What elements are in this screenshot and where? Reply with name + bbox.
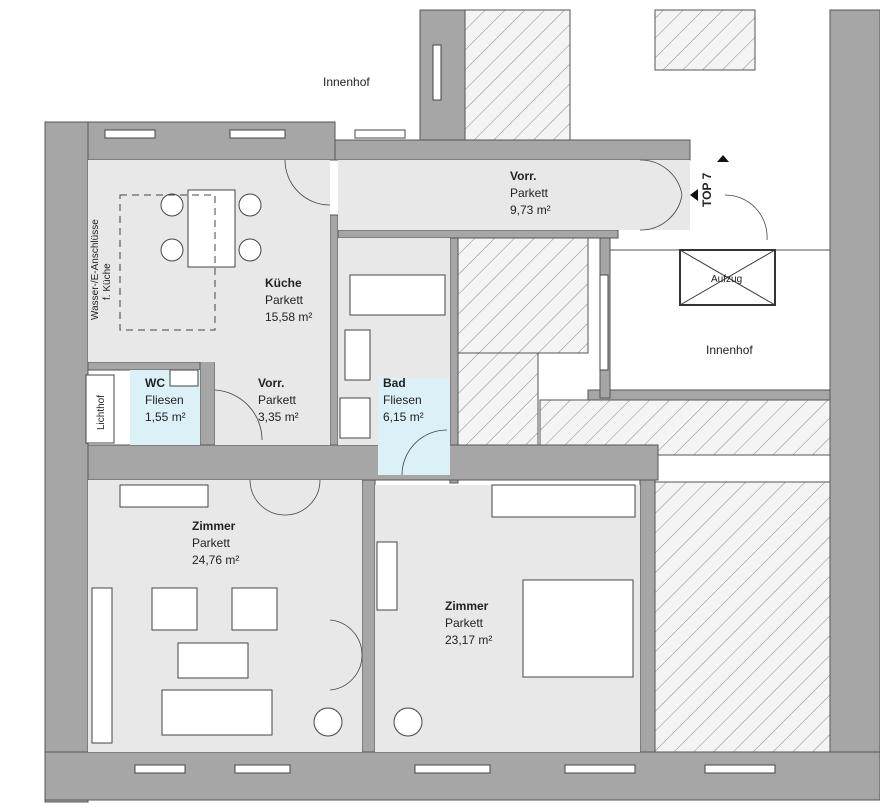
svg-text:1,55 m²: 1,55 m²: [145, 410, 186, 424]
bed: [522, 579, 634, 678]
room-bath: Bad Fliesen 6,15 m²: [383, 376, 424, 424]
lightwell: [85, 374, 115, 444]
svg-text:Parkett: Parkett: [192, 536, 231, 550]
entrance-arrow-icon: [717, 155, 729, 162]
room-living: Zimmer Parkett 24,76 m²: [192, 519, 239, 567]
neighbour-areas: [457, 9, 831, 753]
washbasin: [344, 329, 371, 381]
dining-table: [187, 189, 236, 268]
svg-text:Fliesen: Fliesen: [383, 393, 422, 407]
unit-label: TOP 7: [700, 172, 714, 207]
room-kitchen: Küche Parkett 15,58 m²: [265, 276, 312, 324]
svg-text:Parkett: Parkett: [265, 293, 304, 307]
svg-text:15,58 m²: 15,58 m²: [265, 310, 312, 324]
walls: [44, 9, 880, 803]
svg-text:Bad: Bad: [383, 376, 406, 390]
svg-text:WC: WC: [145, 376, 165, 390]
entrance-arrow-icon: [690, 189, 698, 201]
courtyard-right-label: Innenhof: [706, 343, 753, 357]
svg-text:9,73 m²: 9,73 m²: [510, 203, 551, 217]
svg-text:Parkett: Parkett: [445, 616, 484, 630]
water-connection-label: Wasser-/E-Anschlüsse: [90, 219, 101, 320]
elevator-label: Aufzug: [711, 274, 742, 285]
svg-text:Parkett: Parkett: [258, 393, 297, 407]
sofa: [161, 689, 273, 736]
courtyard-top-label: Innenhof: [323, 75, 370, 89]
water-connection-label-2: f. Küche: [102, 263, 113, 300]
svg-text:Zimmer: Zimmer: [445, 599, 489, 613]
armchair: [231, 587, 278, 631]
svg-text:Zimmer: Zimmer: [192, 519, 236, 533]
bathtub: [349, 274, 446, 316]
svg-text:Vorr.: Vorr.: [510, 169, 536, 183]
room-hall-main: Vorr. Parkett 9,73 m²: [510, 169, 551, 217]
coffee-table: [177, 642, 249, 679]
room-hall-small: Vorr. Parkett 3,35 m²: [258, 376, 299, 424]
svg-text:Fliesen: Fliesen: [145, 393, 184, 407]
doors: [214, 159, 768, 691]
svg-text:Parkett: Parkett: [510, 186, 549, 200]
kitchen-connection-area: [119, 194, 216, 331]
svg-text:Vorr.: Vorr.: [258, 376, 284, 390]
plant: [393, 707, 423, 737]
room-wc: WC Fliesen 1,55 m²: [145, 376, 186, 424]
shower: [339, 397, 371, 439]
plant: [313, 707, 343, 737]
room-bedroom: Zimmer Parkett 23,17 m²: [445, 599, 492, 647]
svg-text:Küche: Küche: [265, 276, 302, 290]
svg-text:23,17 m²: 23,17 m²: [445, 633, 492, 647]
lightwell-label: Lichthof: [96, 395, 107, 430]
wc-basin: [169, 369, 199, 387]
svg-text:3,35 m²: 3,35 m²: [258, 410, 299, 424]
svg-text:6,15 m²: 6,15 m²: [383, 410, 424, 424]
furniture: [91, 189, 636, 744]
armchair: [151, 587, 198, 631]
svg-text:24,76 m²: 24,76 m²: [192, 553, 239, 567]
windows: [104, 44, 776, 774]
